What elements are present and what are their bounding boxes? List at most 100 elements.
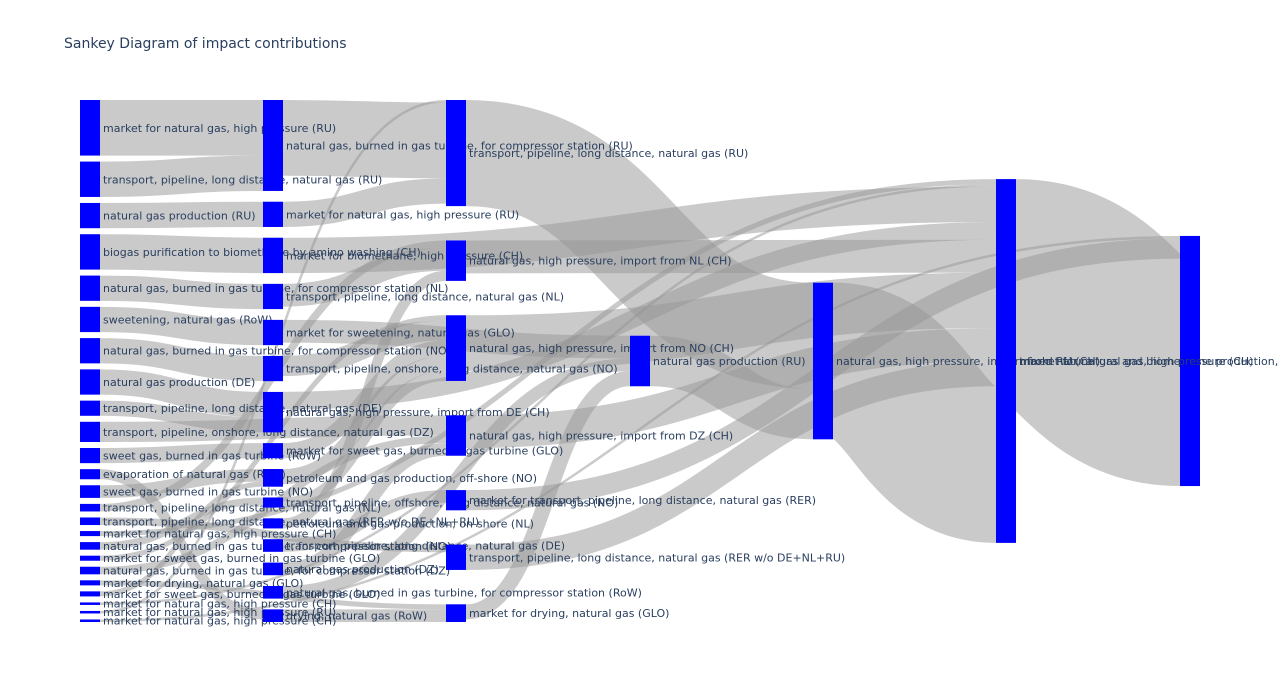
sankey-node[interactable] [446, 604, 466, 622]
sankey-link[interactable] [1002, 179, 1194, 487]
sankey-link[interactable] [282, 178, 447, 227]
sankey-node[interactable] [80, 448, 100, 464]
sankey-link[interactable] [99, 443, 264, 464]
sankey-node-label: natural gas, high pressure, import from … [836, 355, 1100, 368]
sankey-node[interactable] [446, 490, 466, 511]
sankey-link[interactable] [99, 481, 264, 597]
sankey-link[interactable] [282, 490, 447, 552]
sankey-node[interactable] [80, 580, 100, 586]
sankey-node[interactable] [263, 609, 283, 622]
sankey-node[interactable] [80, 421, 100, 442]
sankey-node[interactable] [80, 234, 100, 270]
sankey-link[interactable] [465, 371, 631, 620]
sankey-node[interactable] [263, 100, 283, 191]
sankey-node[interactable] [263, 283, 283, 310]
sankey-node[interactable] [263, 319, 283, 346]
sankey-node[interactable] [80, 100, 100, 156]
sankey-node-label: natural gas, burned in gas turbine, for … [286, 586, 642, 599]
sankey-node[interactable] [263, 497, 283, 508]
sankey-node[interactable] [80, 602, 100, 605]
sankey-node-label: transport, pipeline, onshore, long dista… [103, 426, 434, 439]
sankey-node-label: sweetening, natural gas (RoW) [103, 313, 272, 326]
sankey-link[interactable] [99, 155, 264, 197]
sankey-node[interactable] [80, 610, 100, 614]
sankey-node-label: market for drying, natural gas (GLO) [103, 577, 303, 590]
sankey-node[interactable] [80, 531, 100, 537]
sankey-node[interactable] [80, 555, 100, 561]
sankey-node[interactable] [80, 306, 100, 333]
sankey-node[interactable] [263, 585, 283, 599]
sankey-node[interactable] [263, 469, 283, 487]
sankey-node[interactable] [263, 201, 283, 227]
sankey-node[interactable] [80, 485, 100, 498]
sankey-node[interactable] [446, 544, 466, 570]
sankey-node-label: natural gas, high pressure, import from … [469, 342, 734, 355]
sankey-link[interactable] [99, 469, 264, 620]
nodes-group: market for natural gas, high pressure (R… [80, 100, 1280, 628]
sankey-node[interactable] [80, 161, 100, 197]
sankey-link[interactable] [465, 239, 997, 274]
sankey-node-label: sweet gas, burned in gas turbine (NO) [103, 486, 313, 499]
sankey-node-label: market for sweet gas, burned in gas turb… [103, 588, 380, 601]
sankey-link[interactable] [282, 370, 447, 508]
sankey-node[interactable] [446, 415, 466, 456]
sankey-node[interactable] [446, 315, 466, 381]
sankey-node-label: natural gas production (RU) [103, 210, 256, 223]
sankey-link[interactable] [282, 443, 447, 576]
sankey-link[interactable] [99, 338, 264, 382]
sankey-node[interactable] [630, 335, 650, 387]
sankey-node-label: transport, pipeline, long distance, natu… [469, 147, 748, 160]
sankey-link[interactable] [282, 358, 631, 599]
sankey-node-label: market for sweet gas, burned in gas turb… [103, 552, 380, 565]
sankey-link[interactable] [282, 248, 447, 307]
sankey-node-label: market for sweet gas, burned in gas turb… [286, 445, 563, 458]
sankey-link[interactable] [99, 497, 264, 550]
sankey-link[interactable] [99, 234, 264, 274]
sankey-link[interactable] [282, 320, 447, 377]
sankey-node-label: market for natural gas, high pressure (C… [103, 598, 336, 611]
sankey-node[interactable] [263, 562, 283, 576]
sankey-node-label: natural gas production (DZ) [286, 563, 439, 576]
sankey-node[interactable] [80, 338, 100, 364]
sankey-link[interactable] [282, 100, 447, 179]
sankey-node[interactable] [813, 282, 833, 440]
sankey-node[interactable] [80, 202, 100, 229]
sankey-link[interactable] [99, 201, 264, 229]
sankey-node[interactable] [80, 469, 100, 480]
sankey-node[interactable] [80, 400, 100, 416]
sankey-link[interactable] [99, 517, 447, 553]
sankey-node[interactable] [996, 179, 1016, 543]
sankey-node[interactable] [263, 443, 283, 459]
sankey-node[interactable] [80, 517, 100, 526]
sankey-link[interactable] [99, 306, 264, 346]
sankey-node[interactable] [80, 591, 100, 597]
sankey-node[interactable] [1180, 235, 1200, 487]
sankey-node[interactable] [263, 539, 283, 552]
sankey-link[interactable] [282, 355, 447, 485]
sankey-node[interactable] [80, 275, 100, 301]
sankey-link[interactable] [827, 282, 1002, 543]
sankey-node[interactable] [263, 355, 283, 382]
sankey-node[interactable] [263, 518, 283, 529]
diagram-title: Sankey Diagram of impact contributions [64, 36, 347, 52]
sankey-node-label: transport, pipeline, long distance, natu… [469, 551, 845, 564]
sankey-node[interactable] [80, 566, 100, 575]
sankey-node-label: market for drying, natural gas (GLO) [469, 607, 669, 620]
sankey-node[interactable] [80, 542, 100, 550]
sankey-link[interactable] [649, 335, 814, 440]
sankey-node-label: transport, pipeline, long distance, natu… [286, 540, 565, 553]
sankey-node[interactable] [80, 503, 100, 512]
sankey-node[interactable] [446, 240, 466, 281]
sankey-node[interactable] [80, 369, 100, 395]
sankey-node-label: market for sweetening, natural gas (GLO) [286, 327, 515, 340]
sankey-link[interactable] [99, 369, 264, 418]
sankey-node[interactable] [263, 237, 283, 274]
sankey-node-label: natural gas, high pressure, import from … [286, 406, 550, 419]
sankey-node[interactable] [446, 100, 466, 207]
sankey-node[interactable] [263, 391, 283, 433]
sankey-link[interactable] [282, 270, 447, 529]
sankey-link[interactable] [99, 275, 264, 310]
sankey-node[interactable] [80, 619, 100, 622]
sankey-node-label: market for natural gas, high pressure (C… [103, 528, 336, 541]
